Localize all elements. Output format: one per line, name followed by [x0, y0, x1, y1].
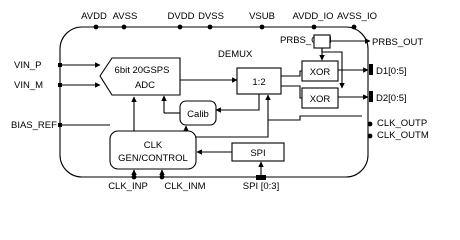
- dvss-pin-dot: [207, 24, 213, 30]
- bias-ref-pin-dot: [58, 123, 62, 127]
- clk-out-wire: [268, 115, 362, 121]
- chip-block-diagram: AVDD AVSS DVDD DVSS VSUB AVDD_IO AVSS_IO…: [11, 11, 429, 192]
- bias-ref-pin-label: BIAS_REF: [11, 120, 57, 131]
- vin-m-pin-label: VIN_M: [14, 80, 43, 91]
- vsub-pin-dot: [259, 24, 265, 30]
- avss-io-pin-label: AVSS_IO: [337, 11, 377, 22]
- avss-io-pin-dot: [351, 24, 357, 30]
- clk-gen-block: [109, 130, 197, 170]
- right-pins: PRBS_OUT D1[0:5] D2[0:5] CLK_OUTP CLK_OU…: [367, 37, 429, 141]
- d2-pin-label: D2[0:5]: [376, 93, 407, 104]
- spi-pin-label: SPI [0:3]: [243, 181, 279, 192]
- calib-label: Calib: [187, 109, 209, 120]
- chip-outline: [59, 26, 369, 178]
- adc-block: [99, 57, 181, 96]
- clk-gen-label-line2: GEN/CONTROL: [118, 153, 188, 164]
- vin-p-pin-label: VIN_P: [14, 60, 41, 71]
- clk-outp-pin-dot: [367, 121, 373, 127]
- d2-pin-marker: [369, 91, 373, 102]
- avdd-io-pin-dot: [311, 24, 317, 30]
- dvdd-pin-label: DVDD: [168, 11, 195, 22]
- demux-calib-wire: [215, 94, 260, 113]
- clk-outm-pin-label: CLK_OUTM: [377, 130, 429, 141]
- avss-pin-label: AVSS: [113, 11, 138, 22]
- xor1-label: XOR: [310, 67, 331, 78]
- vin-p-pin-dot: [58, 63, 62, 67]
- xor2-label: XOR: [310, 94, 331, 105]
- dvss-pin-label: DVSS: [198, 11, 224, 22]
- d1-pin-marker: [369, 64, 373, 75]
- spi-block-label: SPI: [250, 148, 265, 159]
- adc-label-line1: 6bit 20GSPS: [115, 65, 170, 76]
- avdd-io-pin-label: AVDD_IO: [292, 11, 333, 22]
- clk-gen-label-line1: CLK: [144, 140, 163, 151]
- clk-outp-pin-label: CLK_OUTP: [377, 118, 427, 129]
- demux-block: [236, 67, 282, 95]
- adc-label-line2: ADC: [135, 80, 155, 91]
- demux-label: 1:2: [252, 77, 265, 88]
- top-pins: AVDD AVSS DVDD DVSS VSUB AVDD_IO AVSS_IO: [81, 11, 377, 30]
- demux-title: DEMUX: [218, 49, 253, 60]
- left-pins: VIN_P VIN_M BIAS_REF: [11, 60, 62, 131]
- d1-pin-label: D1[0:5]: [376, 66, 407, 77]
- avdd-pin-label: AVDD: [81, 11, 107, 22]
- clk-inm-pin-label: CLK_INM: [164, 181, 205, 192]
- clk-inp-pin-label: CLK_INP: [108, 181, 148, 192]
- vsub-pin-label: VSUB: [249, 11, 275, 22]
- xor1-block: [301, 60, 339, 82]
- prbs-gen-block: [313, 34, 331, 49]
- avdd-pin-dot: [93, 24, 99, 30]
- prbs-out-pin-label: PRBS_OUT: [372, 37, 423, 48]
- prbs-gen-label: PRBS_GEN: [280, 35, 332, 46]
- clk-outm-pin-dot: [367, 133, 373, 139]
- avss-pin-dot: [121, 24, 127, 30]
- spi-pin-marker: [256, 175, 266, 180]
- xor2-block: [301, 87, 339, 109]
- vin-m-pin-dot: [58, 83, 62, 87]
- dvdd-pin-dot: [177, 24, 183, 30]
- clk-demux-wire: [196, 94, 271, 138]
